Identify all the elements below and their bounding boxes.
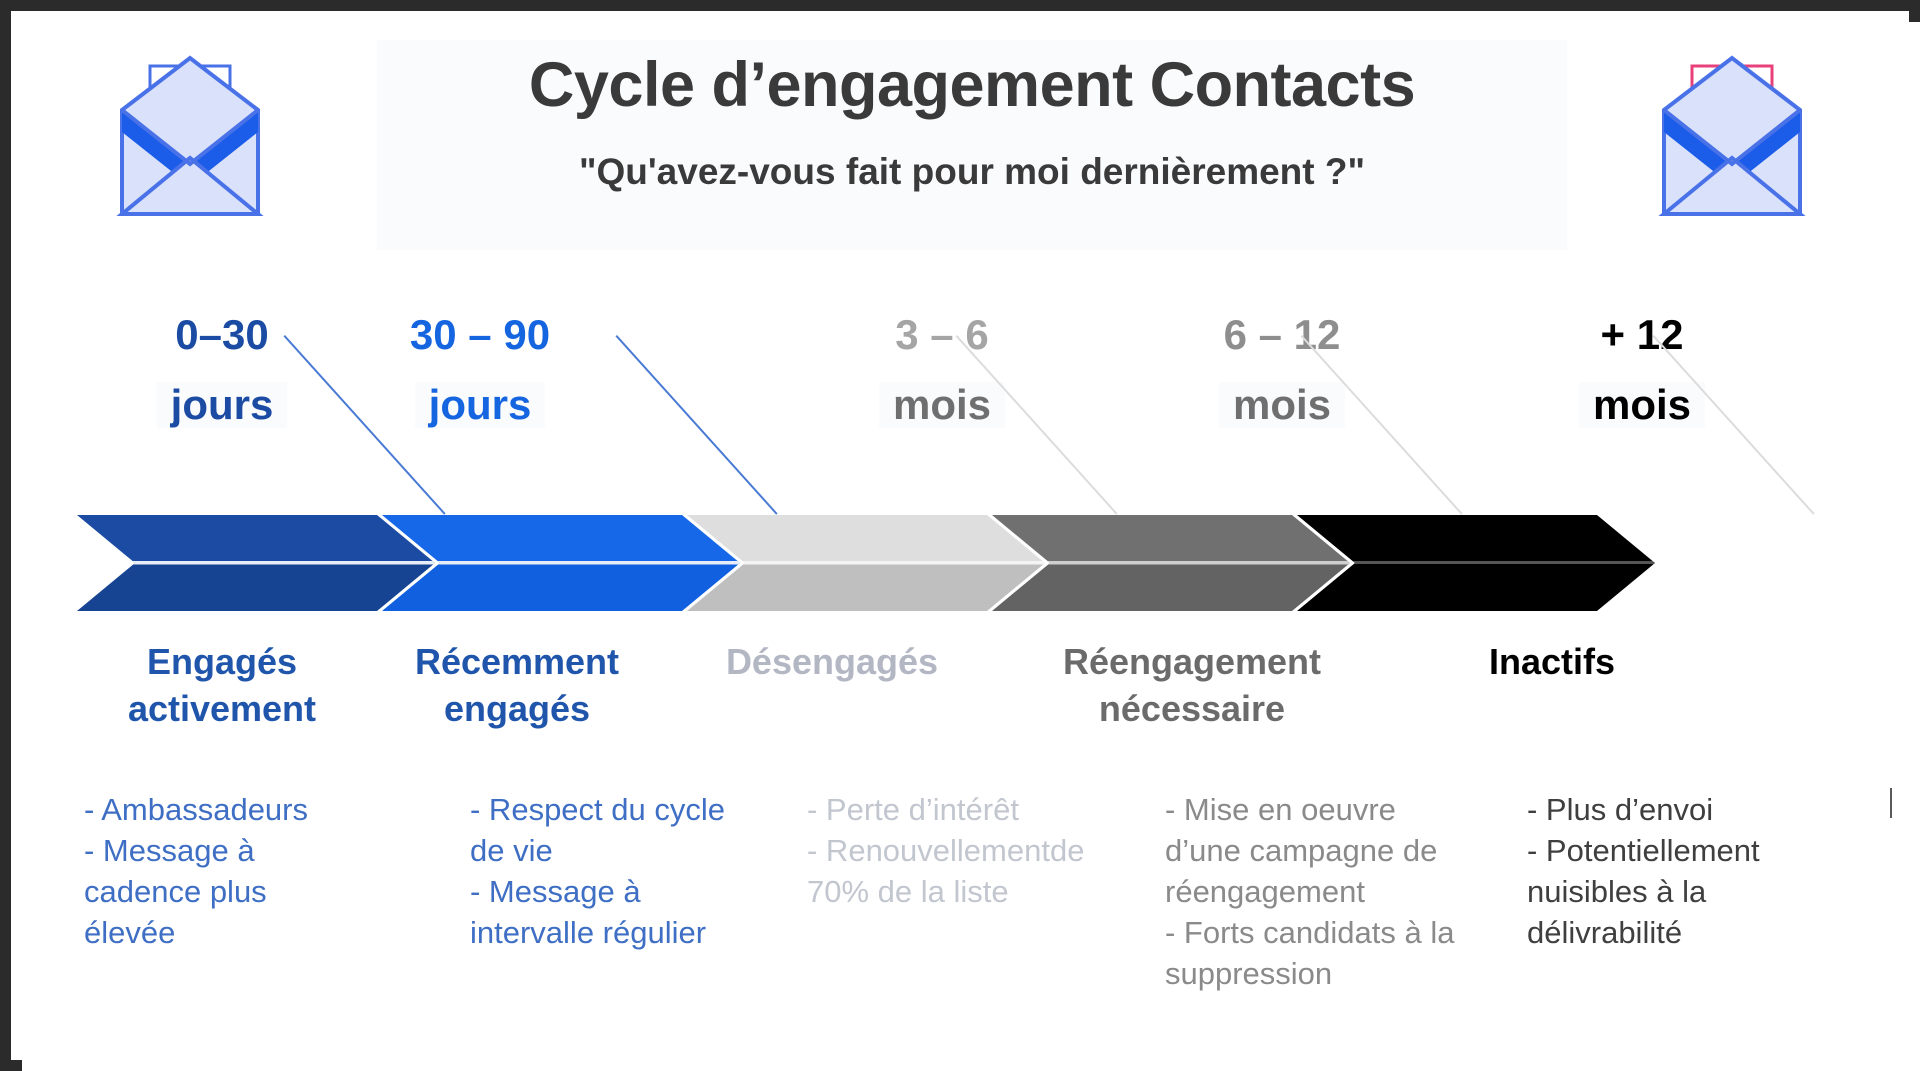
section-heading-desengages: Désengagés	[725, 641, 939, 682]
open-envelope-tshirt-icon	[110, 44, 270, 227]
chevron-segment-engages-activement	[77, 515, 435, 611]
chevron-process-bar	[22, 508, 1920, 618]
section-body-desengages: - Perte d’intérêt - Renouvellementde 70%…	[807, 792, 1085, 909]
chevron-segment-inactifs	[1297, 515, 1655, 611]
section-heading-inactifs: Inactifs	[1488, 641, 1616, 682]
page-title: Cycle d’engagement Contacts	[528, 50, 1416, 120]
timeline-range-unit: mois	[1512, 382, 1772, 428]
section-body-recemment-engages: - Respect du cycle de vie - Message à in…	[470, 792, 725, 950]
connector-line-2	[615, 335, 778, 515]
chevron-segment-desengages	[687, 515, 1045, 611]
text-caret	[1890, 788, 1892, 818]
timeline-range-number: + 12	[1600, 311, 1684, 358]
timeline-label-engages-activement: 0–30 jours	[92, 314, 352, 428]
section-heading-reengagement-necessaire: Réengagement nécessaire	[1062, 641, 1322, 729]
section-heading-recemment-engages: Récemment engagés	[414, 641, 620, 729]
section-body-reengagement-necessaire: - Mise en oeuvre d’une campagne de réeng…	[1165, 792, 1455, 991]
page-subtitle: "Qu'avez-vous fait pour moi dernièrement…	[578, 151, 1366, 192]
slide-canvas: Cycle d’engagement Contacts "Qu'avez-vou…	[22, 22, 1920, 1071]
timeline-range-unit: jours	[350, 382, 610, 428]
title-band	[377, 40, 1567, 250]
timeline-range-number: 3 – 6	[895, 311, 989, 358]
timeline-label-reengagement-necessaire: 6 – 12 mois	[1152, 314, 1412, 428]
timeline-range-number: 0–30	[175, 311, 269, 358]
timeline-range-number: 30 – 90	[409, 311, 551, 358]
open-envelope-unsubscribe-x-icon	[1652, 44, 1812, 227]
section-body-inactifs: - Plus d’envoi - Potentiellement nuisibl…	[1527, 792, 1760, 950]
timeline-label-recemment-engages: 30 – 90 jours	[350, 314, 610, 428]
section-heading-engages-activement: Engagés activement	[127, 641, 317, 729]
timeline-range-unit: mois	[1152, 382, 1412, 428]
timeline-range-unit: mois	[812, 382, 1072, 428]
chevron-segment-recemment-engages	[382, 515, 740, 611]
timeline-range-number: 6 – 12	[1223, 311, 1341, 358]
timeline-label-desengages: 3 – 6 mois	[812, 314, 1072, 428]
chevron-segment-reengagement-necessaire	[992, 515, 1350, 611]
timeline-range-unit: jours	[92, 382, 352, 428]
timeline-label-inactifs: + 12 mois	[1512, 314, 1772, 428]
section-body-engages-activement: - Ambassadeurs - Message à cadence plus …	[84, 792, 308, 950]
